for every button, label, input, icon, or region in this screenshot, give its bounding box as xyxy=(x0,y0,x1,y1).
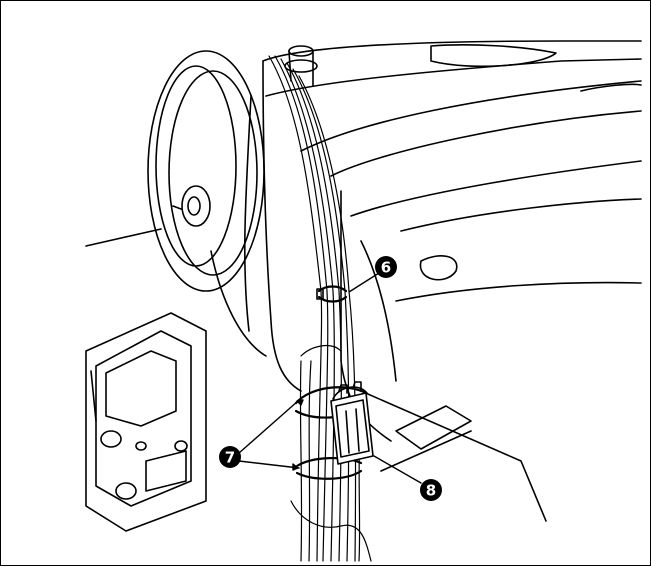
cable-bundle-icon xyxy=(268,55,372,562)
ferrite-core-icon xyxy=(330,381,374,465)
machine-bed xyxy=(85,228,547,522)
callout-8-label: 8 xyxy=(426,482,436,500)
slide-plate xyxy=(85,312,207,532)
face-plate xyxy=(210,60,302,392)
handwheel-icon xyxy=(147,50,265,292)
callout-7: 7 xyxy=(219,446,241,468)
callout-6-label: 6 xyxy=(381,259,391,277)
callout-7-label: 7 xyxy=(225,449,235,467)
callout-8: 8 xyxy=(420,479,442,501)
cable-tie-icon xyxy=(316,285,348,303)
leader-lines xyxy=(238,272,422,484)
machine-arm xyxy=(262,40,642,442)
callout-6: 6 xyxy=(375,256,397,278)
